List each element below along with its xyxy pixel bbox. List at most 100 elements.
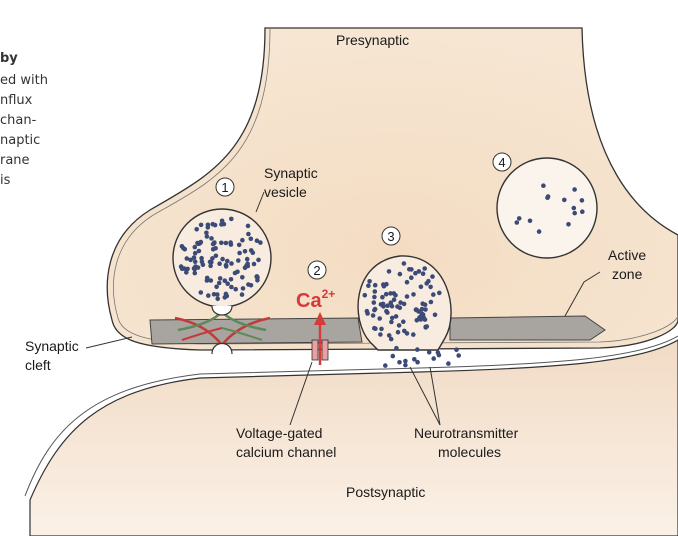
neurotransmitter-dot (436, 352, 442, 358)
neurotransmitter-dot (389, 319, 394, 325)
neurotransmitter-dot (367, 279, 372, 284)
neurotransmitter-dot (258, 240, 263, 245)
neurotransmitter-dot (414, 318, 420, 323)
neurotransmitter-dot (255, 278, 260, 283)
neurotransmitter-dot (229, 284, 234, 290)
neurotransmitter-dot (217, 261, 222, 267)
neurotransmitter-dot (222, 278, 228, 284)
neurotransmitter-dot (402, 328, 407, 334)
neurotransmitter-dot (204, 278, 210, 283)
vesicle-1-transmitter-dots (178, 216, 263, 302)
neurotransmitter-dot (579, 198, 585, 203)
neurotransmitter-dot (419, 306, 425, 312)
neurotransmitter-dot (185, 266, 190, 272)
neurotransmitter-dot (396, 323, 402, 328)
neurotransmitter-dot (233, 286, 238, 292)
postsynaptic-cell (29, 339, 678, 536)
neurotransmitter-dot (188, 257, 193, 263)
neurotransmitter-dot (426, 350, 432, 355)
neurotransmitter-dot (362, 292, 368, 298)
neurotransmitter-dot (371, 300, 377, 305)
neurotransmitter-dot (514, 220, 520, 225)
neurotransmitter-dot (245, 223, 251, 229)
neurotransmitter-dot (422, 317, 428, 322)
svg-text:3: 3 (387, 229, 394, 244)
caption-line: is (0, 173, 11, 188)
neurotransmitter-dot (184, 270, 189, 275)
neurotransmitter-dot (225, 258, 230, 264)
neurotransmitter-dot (378, 332, 383, 337)
neurotransmitter-dot (239, 292, 245, 297)
neurotransmitter-dot (204, 230, 209, 236)
neurotransmitter-dot (428, 284, 433, 290)
neurotransmitter-dot (401, 301, 407, 307)
neurotransmitter-dot (256, 257, 261, 263)
neurotransmitter-dot (386, 333, 392, 338)
neurotransmitter-dot (412, 357, 417, 362)
neurotransmitter-label: Neurotransmitter (414, 425, 519, 441)
neurotransmitter-dot (228, 277, 234, 282)
neurotransmitter-dot (404, 294, 410, 299)
neurotransmitter-dot (562, 197, 567, 203)
neurotransmitter-dot (245, 261, 250, 267)
neurotransmitter-dot (541, 183, 546, 188)
synaptic-vesicle-label: vesicle (264, 184, 307, 200)
active-zone-right (449, 315, 606, 341)
step-marker-4: 4 (492, 152, 512, 172)
neurotransmitter-dot (388, 300, 394, 306)
neurotransmitter-dot (204, 234, 210, 239)
svg-text:4: 4 (498, 155, 505, 170)
neurotransmitter-dot (219, 222, 224, 227)
presynaptic-label: Presynaptic (336, 32, 409, 48)
neurotransmitter-dot (373, 326, 378, 332)
neurotransmitter-dot (379, 326, 384, 332)
svg-text:1: 1 (221, 180, 228, 195)
neurotransmitter-dot (215, 296, 220, 302)
postsynaptic-label: Postsynaptic (346, 484, 425, 500)
neurotransmitter-dot (372, 289, 378, 294)
neurotransmitter-dot (527, 218, 533, 224)
neurotransmitter-dot (225, 281, 230, 287)
neurotransmitter-dot (213, 253, 219, 259)
neurotransmitter-dot (209, 236, 214, 241)
neurotransmitter-dot (385, 303, 390, 309)
caption-fragment: by ed with nflux chan- naptic rane is (0, 51, 48, 188)
neurotransmitter-dot (364, 308, 370, 314)
neurotransmitter-dot (236, 258, 241, 263)
neurotransmitter-dot (409, 275, 414, 281)
neurotransmitter-dot (370, 313, 376, 318)
neurotransmitter-dot (388, 336, 394, 342)
neurotransmitter-dot (431, 356, 437, 361)
neurotransmitter-dot (208, 263, 213, 269)
neurotransmitter-dot (393, 314, 399, 319)
neurotransmitter-dot (246, 231, 251, 237)
neurotransmitter-dot (580, 209, 585, 214)
neurotransmitter-dot (401, 261, 407, 266)
neurotransmitter-dot (192, 244, 198, 250)
neurotransmitter-label: molecules (438, 444, 501, 460)
neurotransmitter-dot (254, 238, 260, 243)
presynaptic-inner-membrane (113, 27, 678, 345)
neurotransmitter-dot (545, 194, 551, 199)
neurotransmitter-dot (217, 276, 223, 281)
neurotransmitter-dot (211, 292, 217, 297)
neurotransmitter-dot (432, 312, 438, 318)
neurotransmitter-dot (415, 347, 420, 352)
vesicle-3-transmitter-dots (362, 261, 442, 342)
synaptic-cleft-label: Synaptic (25, 338, 79, 354)
neurotransmitter-dot (516, 216, 522, 221)
neurotransmitter-dot (206, 293, 211, 298)
neurotransmitter-dot (411, 292, 416, 297)
neurotransmitter-dot (244, 256, 250, 262)
neurotransmitter-dot (184, 256, 190, 261)
neurotransmitter-dot (397, 360, 402, 365)
neurotransmitter-dot (232, 270, 238, 276)
neurotransmitter-dot (192, 259, 198, 265)
neurotransmitter-dot (536, 229, 542, 234)
step-marker-1: 1 (215, 177, 235, 197)
neurotransmitter-dot (198, 222, 204, 228)
neurotransmitter-dot (205, 222, 211, 228)
caption-line: rane (0, 153, 30, 168)
neurotransmitter-dot (198, 290, 204, 295)
neurotransmitter-dot (240, 275, 245, 280)
